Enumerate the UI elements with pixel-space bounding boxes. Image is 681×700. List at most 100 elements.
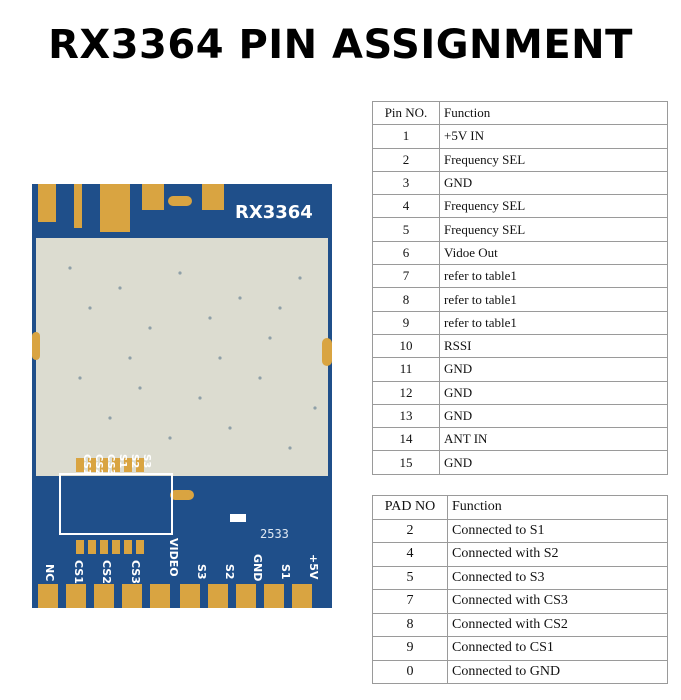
cell-function: Connected to CS1 <box>447 636 668 661</box>
cell-function: Frequency SEL <box>439 194 668 219</box>
svg-text:S3: S3 <box>141 454 152 468</box>
page-title: RX3364 PIN ASSIGNMENT <box>48 22 633 68</box>
svg-text:S3: S3 <box>195 564 208 580</box>
svg-text:+5V: +5V <box>307 554 320 580</box>
cell-function: Frequency SEL <box>439 217 668 242</box>
cell-number: 8 <box>372 287 440 312</box>
right-side-pad <box>322 338 332 366</box>
model-label: RX3364 <box>235 202 313 223</box>
cell-function: Connected to S1 <box>447 518 668 543</box>
cell-number: 4 <box>372 194 440 219</box>
marking-block <box>230 514 246 522</box>
cell-number: 4 <box>372 542 448 567</box>
table-header-row: PAD NO Function <box>372 495 668 520</box>
svg-text:GND: GND <box>251 554 264 581</box>
svg-text:VIDEO: VIDEO <box>167 538 180 577</box>
svg-text:S1: S1 <box>117 454 128 468</box>
cell-function: GND <box>439 450 668 475</box>
table-row: 1+5V IN <box>372 124 668 149</box>
svg-text:S2: S2 <box>223 564 236 580</box>
header-function: Function <box>439 100 668 126</box>
cell-function: Connected with CS3 <box>447 589 668 614</box>
cell-function: Connected to S3 <box>447 565 668 590</box>
cell-function: Frequency SEL <box>439 147 668 172</box>
cell-function: refer to table1 <box>439 287 668 312</box>
svg-text:CS3: CS3 <box>105 454 116 476</box>
cell-number: 9 <box>372 636 448 661</box>
cell-number: 12 <box>372 380 440 405</box>
svg-text:NC: NC <box>43 564 56 581</box>
cell-function: refer to table1 <box>439 264 668 289</box>
rotated-labels: CS1 CS2 CS3 S1 S2 S3 <box>81 454 152 476</box>
svg-text:CS2: CS2 <box>93 454 104 476</box>
cell-function: refer to table1 <box>439 310 668 335</box>
mid-pad <box>170 490 194 500</box>
cell-function: GND <box>439 170 668 196</box>
cell-number: 3 <box>372 170 440 196</box>
marking-outline <box>59 473 173 535</box>
cell-number: 1 <box>372 124 440 149</box>
cell-number: 0 <box>372 659 448 684</box>
svg-text:CS3: CS3 <box>129 560 142 584</box>
cell-function: +5V IN <box>439 124 668 149</box>
svg-text:CS2: CS2 <box>100 560 113 584</box>
table-header-row: Pin NO. Function <box>372 100 668 126</box>
cs-pads <box>76 458 144 554</box>
svg-text:S2: S2 <box>129 454 140 468</box>
cell-function: Connected with S2 <box>447 542 668 567</box>
cell-number: 5 <box>372 217 440 242</box>
cell-number: 6 <box>372 240 440 266</box>
bottom-pins <box>38 584 312 608</box>
header-pin-no: Pin NO. <box>372 100 440 126</box>
code-label: 2533 <box>260 527 289 541</box>
cell-number: 15 <box>372 450 440 475</box>
cell-function: GND <box>439 357 668 382</box>
left-side-pad <box>32 332 40 360</box>
bottom-labels: NC CS1 CS2 CS3 VIDEO S3 S2 GND S1 +5V <box>43 538 320 584</box>
top-pins <box>38 184 224 232</box>
cell-function: Vidoe Out <box>439 240 668 266</box>
cell-number: 11 <box>372 357 440 382</box>
cell-number: 2 <box>372 518 448 543</box>
svg-text:CS1: CS1 <box>72 560 85 584</box>
cell-function: Connected with CS2 <box>447 612 668 637</box>
cell-number: 10 <box>372 333 440 359</box>
cell-function: GND <box>439 380 668 405</box>
cell-number: 5 <box>372 565 448 590</box>
shield-dots <box>68 266 317 450</box>
cell-number: 8 <box>372 612 448 637</box>
top-pad <box>168 196 192 206</box>
cell-number: 13 <box>372 403 440 429</box>
rx3364-module-image: RX3364 CS1 CS2 CS3 S1 S2 S3 2533 NC CS1 … <box>32 184 332 608</box>
cell-function: GND <box>439 403 668 429</box>
cell-function: Connected to GND <box>447 659 668 684</box>
cell-function: ANT IN <box>439 427 668 452</box>
cell-number: 7 <box>372 264 440 289</box>
cell-number: 7 <box>372 589 448 614</box>
svg-text:S1: S1 <box>279 564 292 580</box>
cell-function: RSSI <box>439 333 668 359</box>
header-pad-no: PAD NO <box>372 495 448 520</box>
